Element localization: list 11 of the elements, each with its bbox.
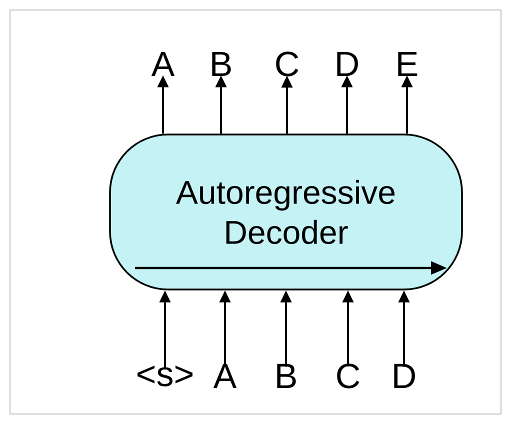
- token-label: <s>: [138, 366, 192, 386]
- token-label: E: [398, 52, 418, 76]
- token-label: B: [212, 52, 231, 76]
- token-label: A: [151, 52, 175, 76]
- decoder-box: Autoregressive Decoder: [109, 134, 463, 290]
- token-label: A: [213, 364, 237, 388]
- token-label: B: [277, 364, 296, 388]
- token-label: C: [337, 364, 360, 388]
- token-label: C: [276, 52, 298, 76]
- token-label: D: [394, 364, 415, 388]
- token-label: D: [337, 52, 358, 76]
